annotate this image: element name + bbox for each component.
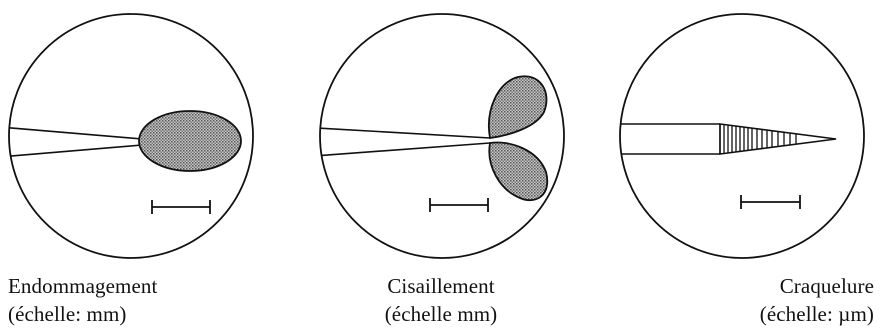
caption-craze-scale: (échelle: µm) — [760, 300, 874, 328]
caption-damage: Endommagement (échelle: mm) — [8, 272, 157, 328]
crack-lower-edge — [0, 145, 142, 157]
crack-upper-edge — [300, 127, 490, 138]
scale-bar — [741, 195, 800, 209]
panel-shear — [300, 14, 564, 258]
shear-lobe-upper — [489, 76, 547, 138]
crack-upper-edge — [0, 127, 142, 139]
panel-damage — [0, 14, 253, 258]
caption-damage-scale: (échelle: mm) — [8, 300, 157, 328]
caption-shear-title: Cisaillement — [356, 272, 526, 300]
shear-lobe-lower — [489, 142, 547, 200]
panel-craze — [600, 14, 864, 258]
caption-craze-title: Craquelure — [760, 272, 874, 300]
craze-zone — [720, 124, 836, 154]
caption-shear-scale: (échelle mm) — [356, 300, 526, 328]
crack-lower-edge — [300, 143, 490, 157]
scale-bar — [430, 198, 488, 212]
damage-zone — [139, 111, 241, 171]
caption-damage-title: Endommagement — [8, 272, 157, 300]
scale-bar — [152, 200, 210, 214]
caption-shear: Cisaillement (échelle mm) — [356, 272, 526, 328]
caption-craze: Craquelure (échelle: µm) — [760, 272, 874, 328]
